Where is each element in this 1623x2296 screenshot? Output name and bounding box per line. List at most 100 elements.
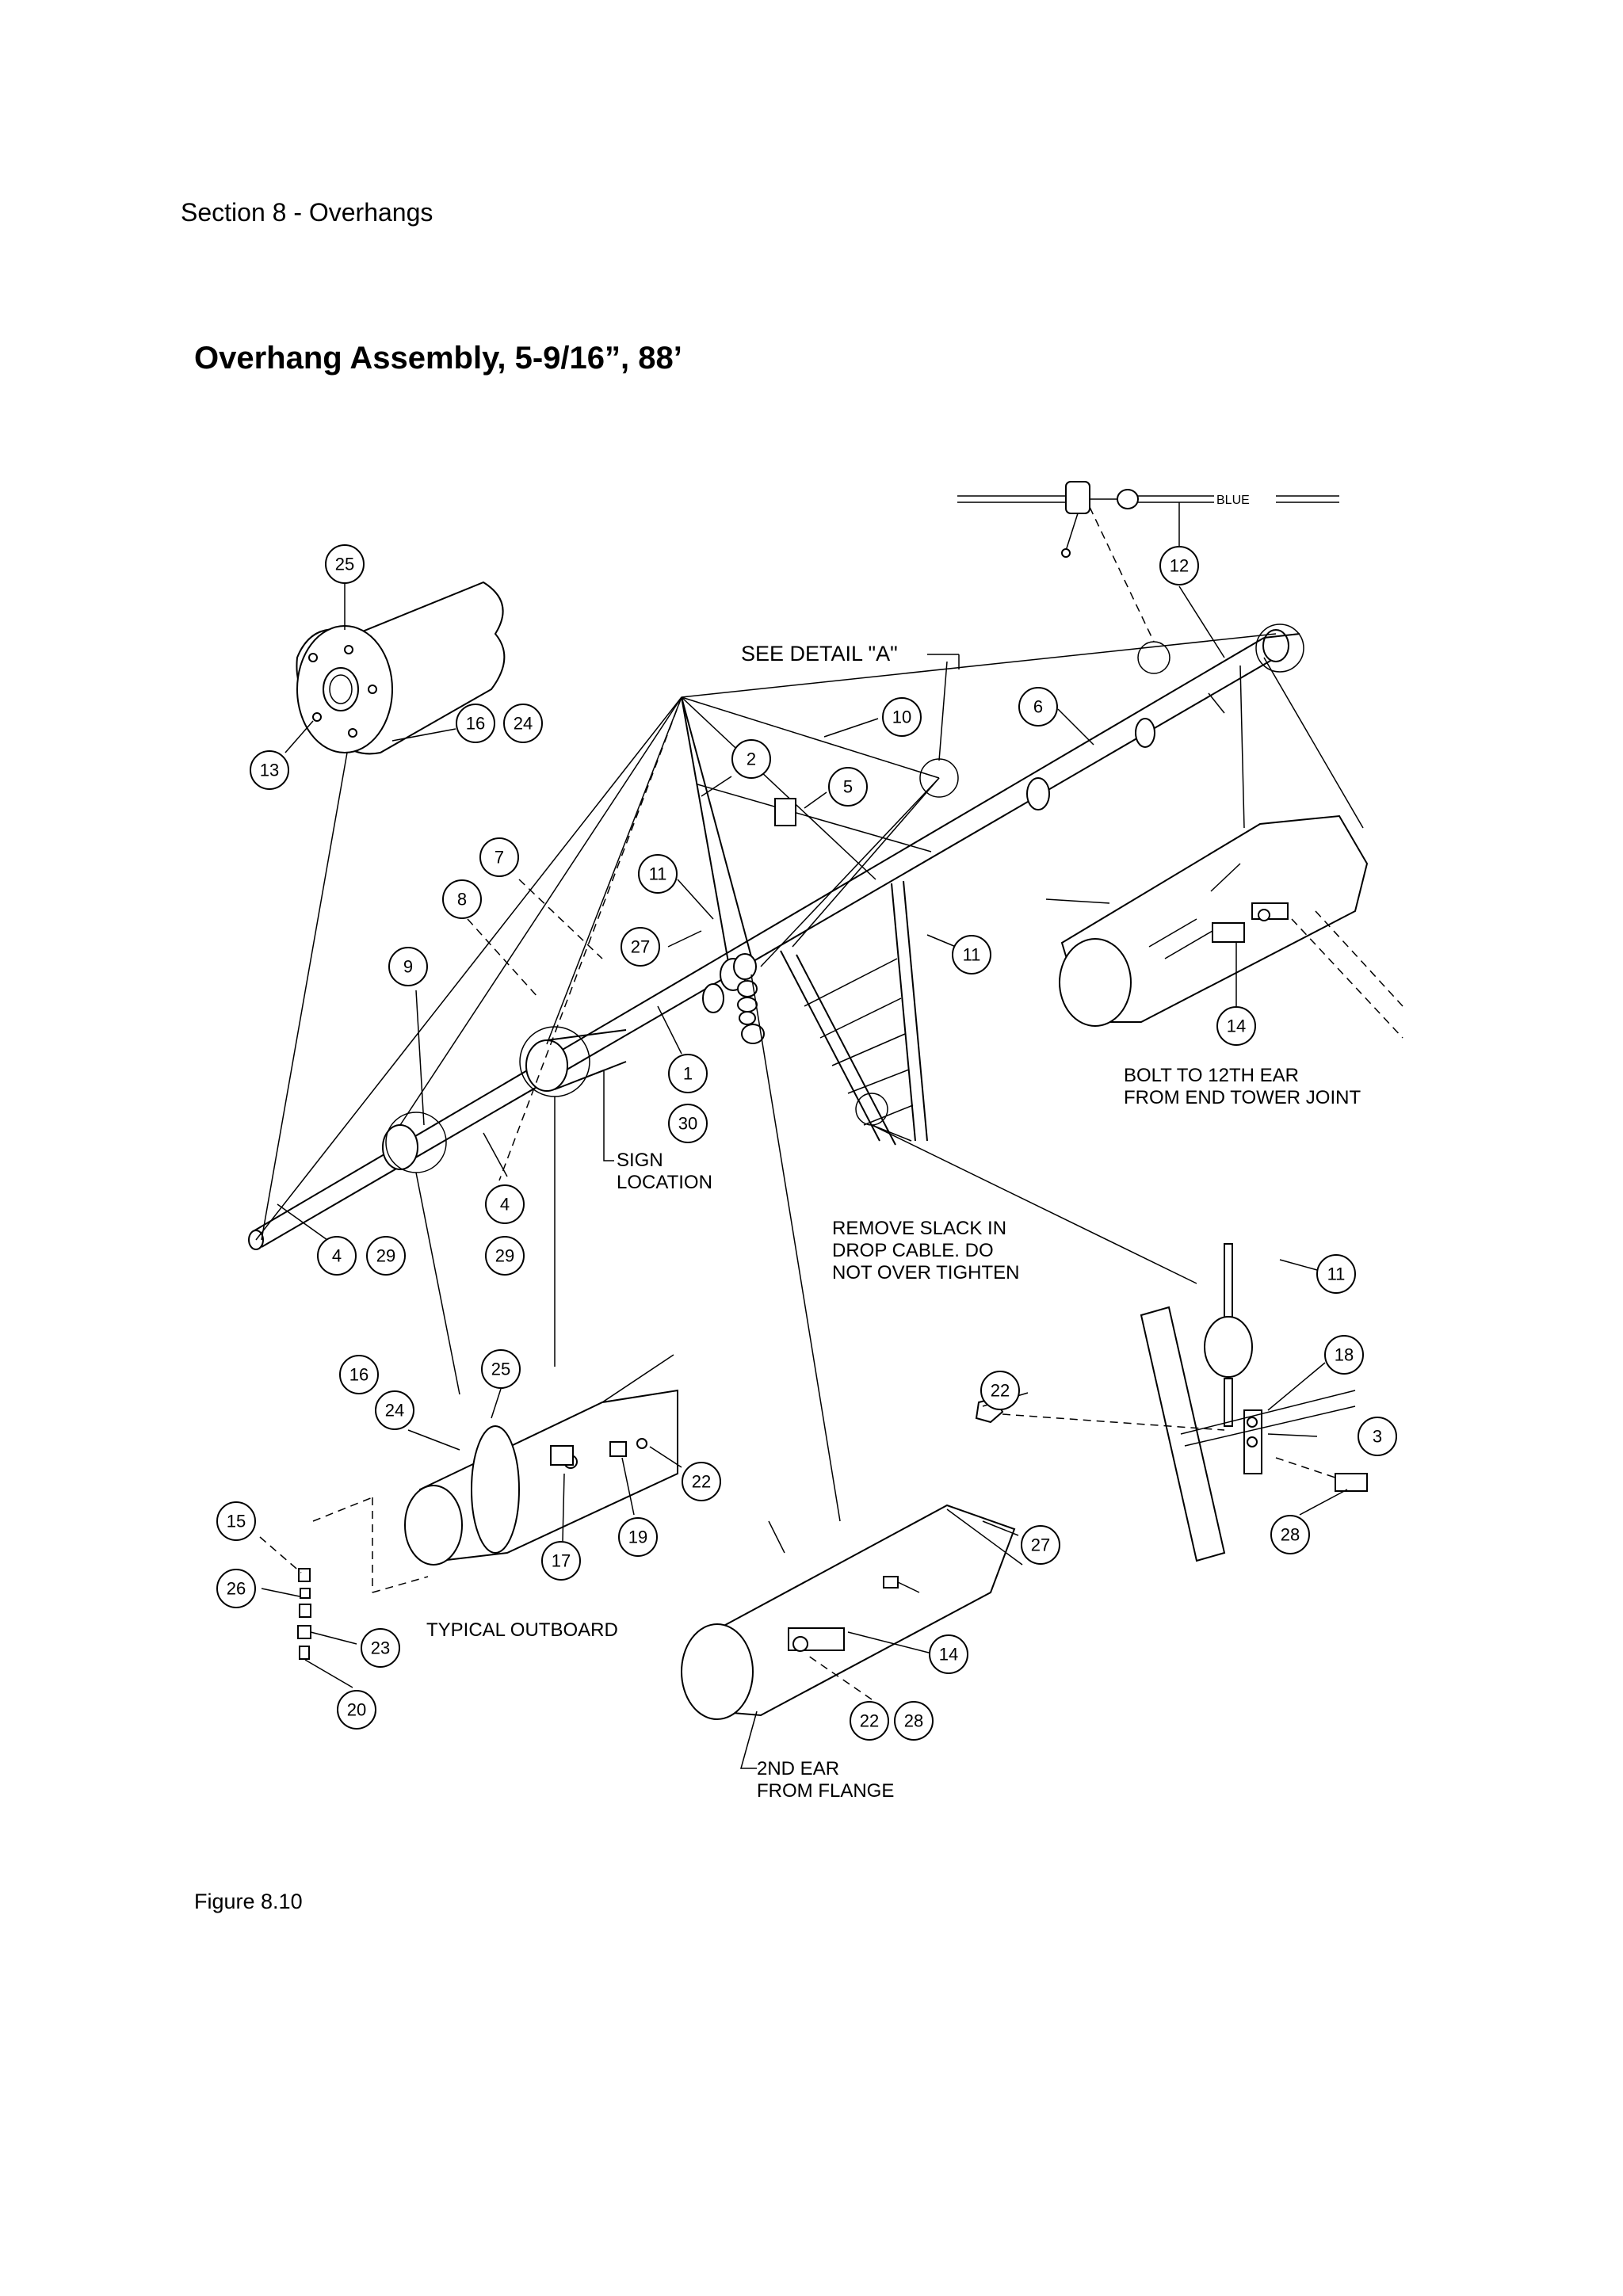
callout-11-bracket: 11 xyxy=(1316,1254,1356,1294)
note-2nd-ear-2: FROM FLANGE xyxy=(757,1780,894,1802)
callout-1: 1 xyxy=(668,1054,708,1093)
svg-text:11: 11 xyxy=(649,864,667,884)
svg-text:29: 29 xyxy=(376,1246,395,1266)
svg-text:18: 18 xyxy=(1335,1345,1354,1365)
cable-truss xyxy=(255,633,1277,1241)
svg-text:28: 28 xyxy=(904,1711,923,1731)
callout-5: 5 xyxy=(828,767,868,807)
drop-truss xyxy=(780,880,928,1146)
svg-text:28: 28 xyxy=(1281,1525,1300,1545)
svg-text:5: 5 xyxy=(843,777,853,797)
note-blue: BLUE xyxy=(1216,494,1250,507)
callout-25-top: 25 xyxy=(325,544,365,584)
note-remove-slack-2: DROP CABLE. DO xyxy=(832,1240,994,1261)
svg-text:4: 4 xyxy=(332,1246,342,1266)
callout-10: 10 xyxy=(882,697,922,737)
svg-text:13: 13 xyxy=(260,761,279,780)
svg-text:27: 27 xyxy=(631,937,650,957)
svg-text:1: 1 xyxy=(683,1064,693,1084)
callout-22-bracket: 22 xyxy=(980,1371,1020,1410)
callout-23: 23 xyxy=(361,1628,400,1668)
callout-27-lower: 27 xyxy=(1021,1525,1060,1565)
svg-text:25: 25 xyxy=(335,555,354,574)
figure-caption: Figure 8.10 xyxy=(194,1890,303,1913)
note-sign-location-2: LOCATION xyxy=(617,1172,712,1193)
callout-11-right: 11 xyxy=(952,935,991,974)
callout-24-top: 24 xyxy=(503,704,543,743)
svg-text:22: 22 xyxy=(692,1472,711,1492)
svg-text:22: 22 xyxy=(860,1711,879,1731)
svg-text:30: 30 xyxy=(678,1114,697,1134)
callout-12: 12 xyxy=(1159,546,1199,585)
callout-16-top: 16 xyxy=(456,704,495,743)
note-bolt-12th-ear-1: BOLT TO 12TH EAR xyxy=(1124,1065,1299,1086)
flange-detail-top xyxy=(261,581,506,1241)
note-see-detail-a: SEE DETAIL "A" xyxy=(741,642,898,666)
svg-text:27: 27 xyxy=(1031,1535,1050,1555)
svg-text:7: 7 xyxy=(495,848,504,868)
callout-15: 15 xyxy=(216,1501,256,1541)
callout-28-ear: 28 xyxy=(894,1701,934,1741)
callout-14-lower: 14 xyxy=(929,1634,968,1674)
twelfth-ear-drawing xyxy=(1045,814,1403,1039)
2nd-ear-leader xyxy=(740,1711,758,1769)
callout-19: 19 xyxy=(618,1517,658,1557)
svg-text:23: 23 xyxy=(371,1638,390,1658)
svg-text:14: 14 xyxy=(1227,1016,1246,1036)
svg-text:3: 3 xyxy=(1373,1427,1382,1447)
callout-22-ear: 22 xyxy=(850,1701,889,1741)
svg-text:16: 16 xyxy=(466,714,485,734)
svg-text:19: 19 xyxy=(628,1527,647,1547)
callout-18: 18 xyxy=(1324,1335,1364,1375)
callout-25-lower: 25 xyxy=(481,1349,521,1389)
drop-cable-bracket xyxy=(975,1243,1368,1562)
svg-text:9: 9 xyxy=(403,957,413,977)
svg-text:29: 29 xyxy=(495,1246,514,1266)
callout-8: 8 xyxy=(442,879,482,919)
svg-text:11: 11 xyxy=(1327,1264,1346,1284)
note-remove-slack-1: REMOVE SLACK IN xyxy=(832,1218,1006,1239)
svg-text:10: 10 xyxy=(892,707,911,727)
note-sign-location-1: SIGN xyxy=(617,1150,663,1171)
overhang-pipe xyxy=(248,629,1300,1250)
callout-17: 17 xyxy=(541,1541,581,1581)
callout-9: 9 xyxy=(388,947,428,986)
svg-text:26: 26 xyxy=(227,1579,246,1599)
callout-6: 6 xyxy=(1018,687,1058,727)
hub-cluster xyxy=(702,798,796,1044)
callout-22-lower: 22 xyxy=(682,1462,721,1501)
svg-text:17: 17 xyxy=(552,1551,571,1571)
page-title: Overhang Assembly, 5-9/16”, 88’ xyxy=(194,341,682,376)
sign-location-bracket xyxy=(603,1071,614,1161)
callout-16-lower: 16 xyxy=(339,1355,379,1394)
callout-20: 20 xyxy=(337,1690,376,1730)
callout-24-lower: 24 xyxy=(375,1390,414,1430)
callout-4-mid: 4 xyxy=(485,1184,525,1224)
callout-2: 2 xyxy=(731,739,771,779)
callout-7: 7 xyxy=(479,837,519,877)
leader-lines xyxy=(415,506,1364,1522)
svg-text:12: 12 xyxy=(1170,556,1189,576)
svg-text:14: 14 xyxy=(939,1645,958,1665)
note-remove-slack-3: NOT OVER TIGHTEN xyxy=(832,1262,1019,1283)
callout-13: 13 xyxy=(250,750,289,790)
svg-text:8: 8 xyxy=(457,890,467,910)
svg-text:16: 16 xyxy=(349,1365,369,1385)
svg-text:2: 2 xyxy=(747,749,756,769)
second-ear-drawing xyxy=(681,1504,1023,1720)
note-typical-outboard: TYPICAL OUTBOARD xyxy=(426,1619,618,1641)
svg-text:6: 6 xyxy=(1033,697,1043,717)
detail-a-drawing xyxy=(957,481,1339,558)
callout-28-bracket: 28 xyxy=(1270,1515,1310,1554)
svg-text:4: 4 xyxy=(500,1195,510,1215)
svg-text:11: 11 xyxy=(963,945,981,965)
svg-text:22: 22 xyxy=(991,1381,1010,1401)
svg-text:15: 15 xyxy=(227,1512,246,1531)
callout-11-truss: 11 xyxy=(638,854,678,894)
svg-text:24: 24 xyxy=(514,714,533,734)
callout-leaders xyxy=(259,583,1348,1700)
svg-text:20: 20 xyxy=(347,1700,366,1720)
note-2nd-ear-1: 2ND EAR xyxy=(757,1758,839,1779)
callout-14-right: 14 xyxy=(1216,1006,1256,1046)
